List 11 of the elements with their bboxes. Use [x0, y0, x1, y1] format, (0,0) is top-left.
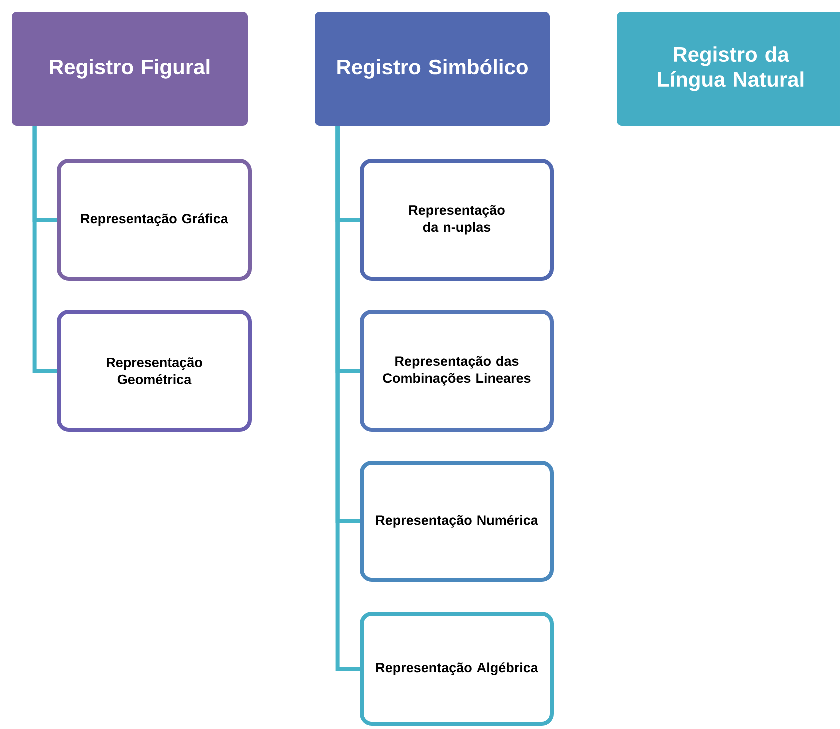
representation-box: Representação das Combinações Lineares: [360, 310, 554, 432]
representation-box: Representação da n-uplas: [360, 159, 554, 281]
connector-line: [336, 126, 360, 671]
representation-box: Representação Gráfica: [57, 159, 252, 281]
category-box: Registro Figural: [12, 12, 248, 126]
representation-box: Representação Numérica: [360, 461, 554, 582]
connector-line: [32, 126, 57, 373]
category-box: Registro Simbólico: [315, 12, 550, 126]
category-box: Registro da Língua Natural: [617, 12, 840, 126]
representation-box: Representação Algébrica: [360, 612, 554, 726]
representation-box: Representação Geométrica: [57, 310, 252, 432]
